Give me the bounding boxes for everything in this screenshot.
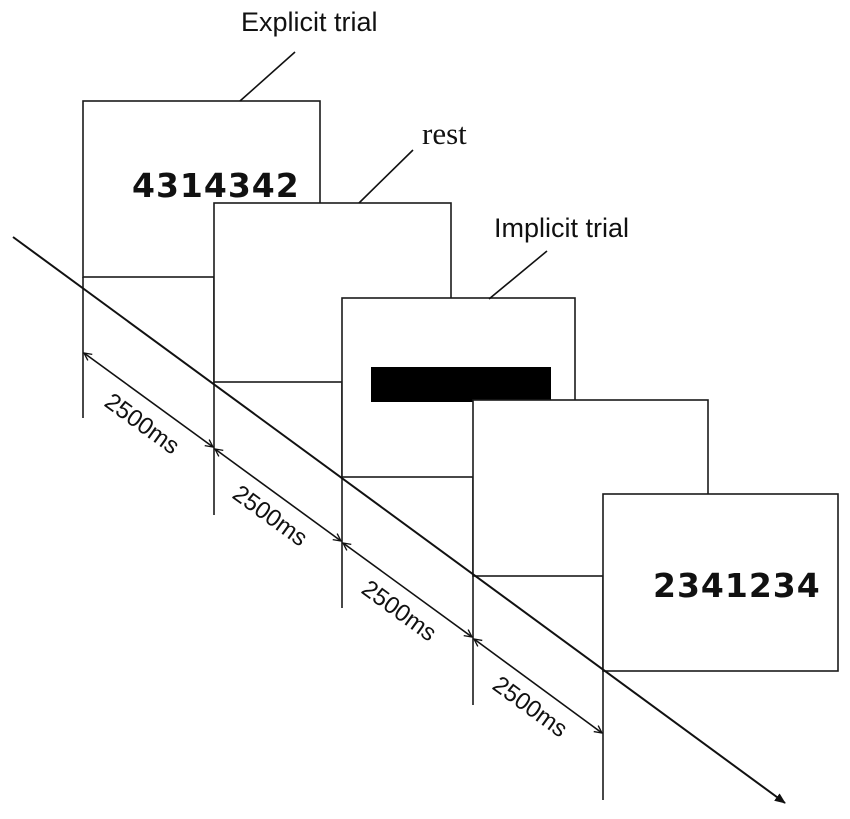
duration-label-2: 2500ms <box>227 480 312 552</box>
duration-arrow-4 <box>474 639 602 733</box>
rest-label: rest <box>422 116 467 151</box>
rest-leader <box>358 149 414 204</box>
explicit-trial-label: Explicit trial <box>241 7 378 37</box>
screen-1-digits: 4314342 <box>132 166 300 205</box>
duration-arrow-2 <box>215 449 341 541</box>
duration-label-1: 2500ms <box>99 388 184 460</box>
time-axis-arrow <box>12 236 786 804</box>
implicit-trial-label: Implicit trial <box>494 213 629 243</box>
explicit-trial-leader <box>239 51 296 102</box>
duration-arrow-3 <box>343 543 472 637</box>
screen-5-digits: 2341234 <box>653 566 821 605</box>
implicit-trial-leader <box>488 250 548 300</box>
duration-label-4: 2500ms <box>487 671 572 743</box>
screen-explicit-2: 2341234 <box>602 493 839 672</box>
duration-label-3: 2500ms <box>356 575 441 647</box>
implicit-black-bar <box>371 367 551 402</box>
duration-arrow-1 <box>84 353 213 447</box>
